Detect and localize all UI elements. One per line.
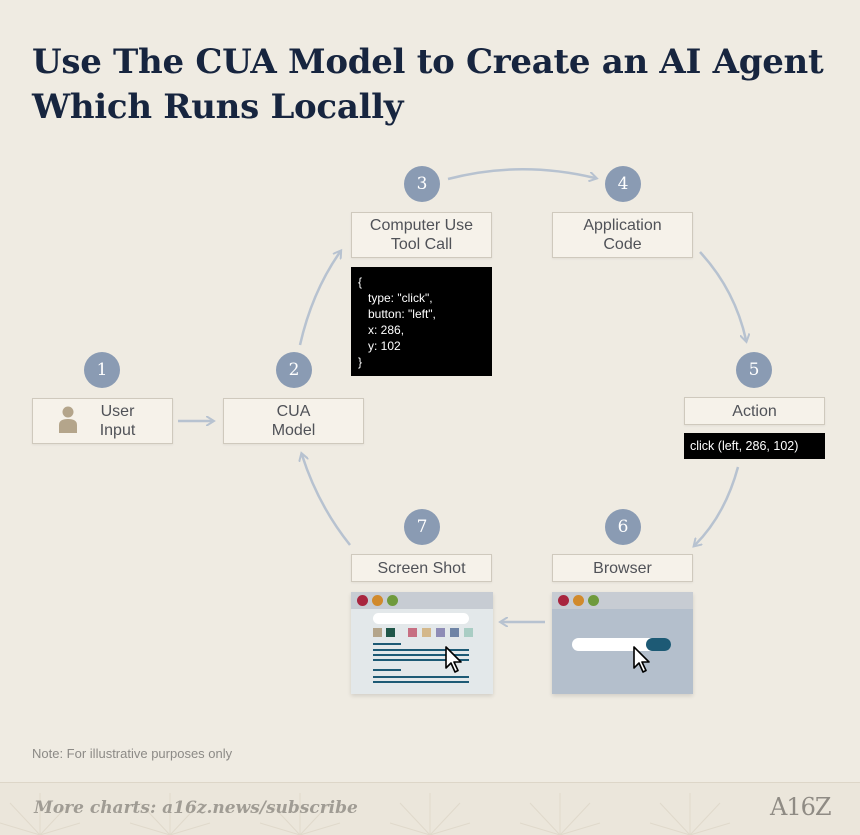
window-dot-orange: [573, 595, 584, 606]
footer-fan-pattern: [0, 793, 731, 835]
screenshot-window-chrome: [351, 592, 493, 609]
browser-window-illustration: [552, 592, 693, 694]
browser-search-button: [646, 638, 671, 651]
window-dot-green: [588, 595, 599, 606]
arrow-3-4: [447, 168, 595, 179]
step-6-label: Browser: [593, 559, 652, 577]
step-7-screen-shot-box: Screen Shot: [351, 554, 492, 582]
a16z-logo: A16Z: [770, 793, 832, 821]
arrow-4-5: [699, 251, 746, 340]
window-dot-red: [357, 595, 368, 606]
arrow-7-2: [302, 455, 351, 546]
page-title: Use The CUA Model to Create an AI Agent …: [32, 42, 824, 127]
step-1-badge: 1: [84, 352, 120, 388]
step-6-browser-box: Browser: [552, 554, 693, 582]
step-3-badge: 3: [404, 166, 440, 202]
step-2-label: CUA Model: [271, 403, 316, 439]
cursor-icon: [633, 646, 650, 673]
footer-bar: More charts: a16z.news/subscribe A16Z: [0, 782, 860, 835]
step-3-label: Computer Use Tool Call: [369, 217, 474, 253]
step-4-badge: 4: [605, 166, 641, 202]
window-dot-green: [387, 595, 398, 606]
step-7-badge: 7: [404, 509, 440, 545]
arrow-5-6: [695, 466, 740, 545]
action-code-block: click (left, 286, 102): [684, 433, 825, 459]
step-6-badge: 6: [605, 509, 641, 545]
step-1-user-input-box: User Input: [32, 398, 173, 444]
step-2-cua-model-box: CUA Model: [223, 398, 364, 444]
step-5-label: Action: [732, 402, 777, 420]
step-5-badge: 5: [736, 352, 772, 388]
step-5-action-box: Action: [684, 397, 825, 425]
step-7-label: Screen Shot: [377, 559, 466, 577]
footer-subscribe-link[interactable]: More charts: a16z.news/subscribe: [34, 798, 358, 818]
screenshot-window-illustration: [351, 592, 493, 694]
window-dot-orange: [372, 595, 383, 606]
step-2-badge: 2: [276, 352, 312, 388]
step-4-label: Application Code: [583, 217, 662, 253]
user-icon: [59, 406, 77, 433]
illustrative-note: Note: For illustrative purposes only: [32, 746, 233, 761]
step-1-label: User Input: [99, 403, 136, 439]
tool-call-code-block: { type: "click", button: "left", x: 286,…: [351, 267, 492, 376]
browser-window-chrome: [552, 592, 693, 609]
arrow-2-3: [298, 252, 340, 346]
step-3-tool-call-box: Computer Use Tool Call: [351, 212, 492, 258]
window-dot-red: [558, 595, 569, 606]
cursor-icon: [445, 646, 462, 673]
step-4-application-code-box: Application Code: [552, 212, 693, 258]
screenshot-search-bar: [373, 613, 469, 624]
